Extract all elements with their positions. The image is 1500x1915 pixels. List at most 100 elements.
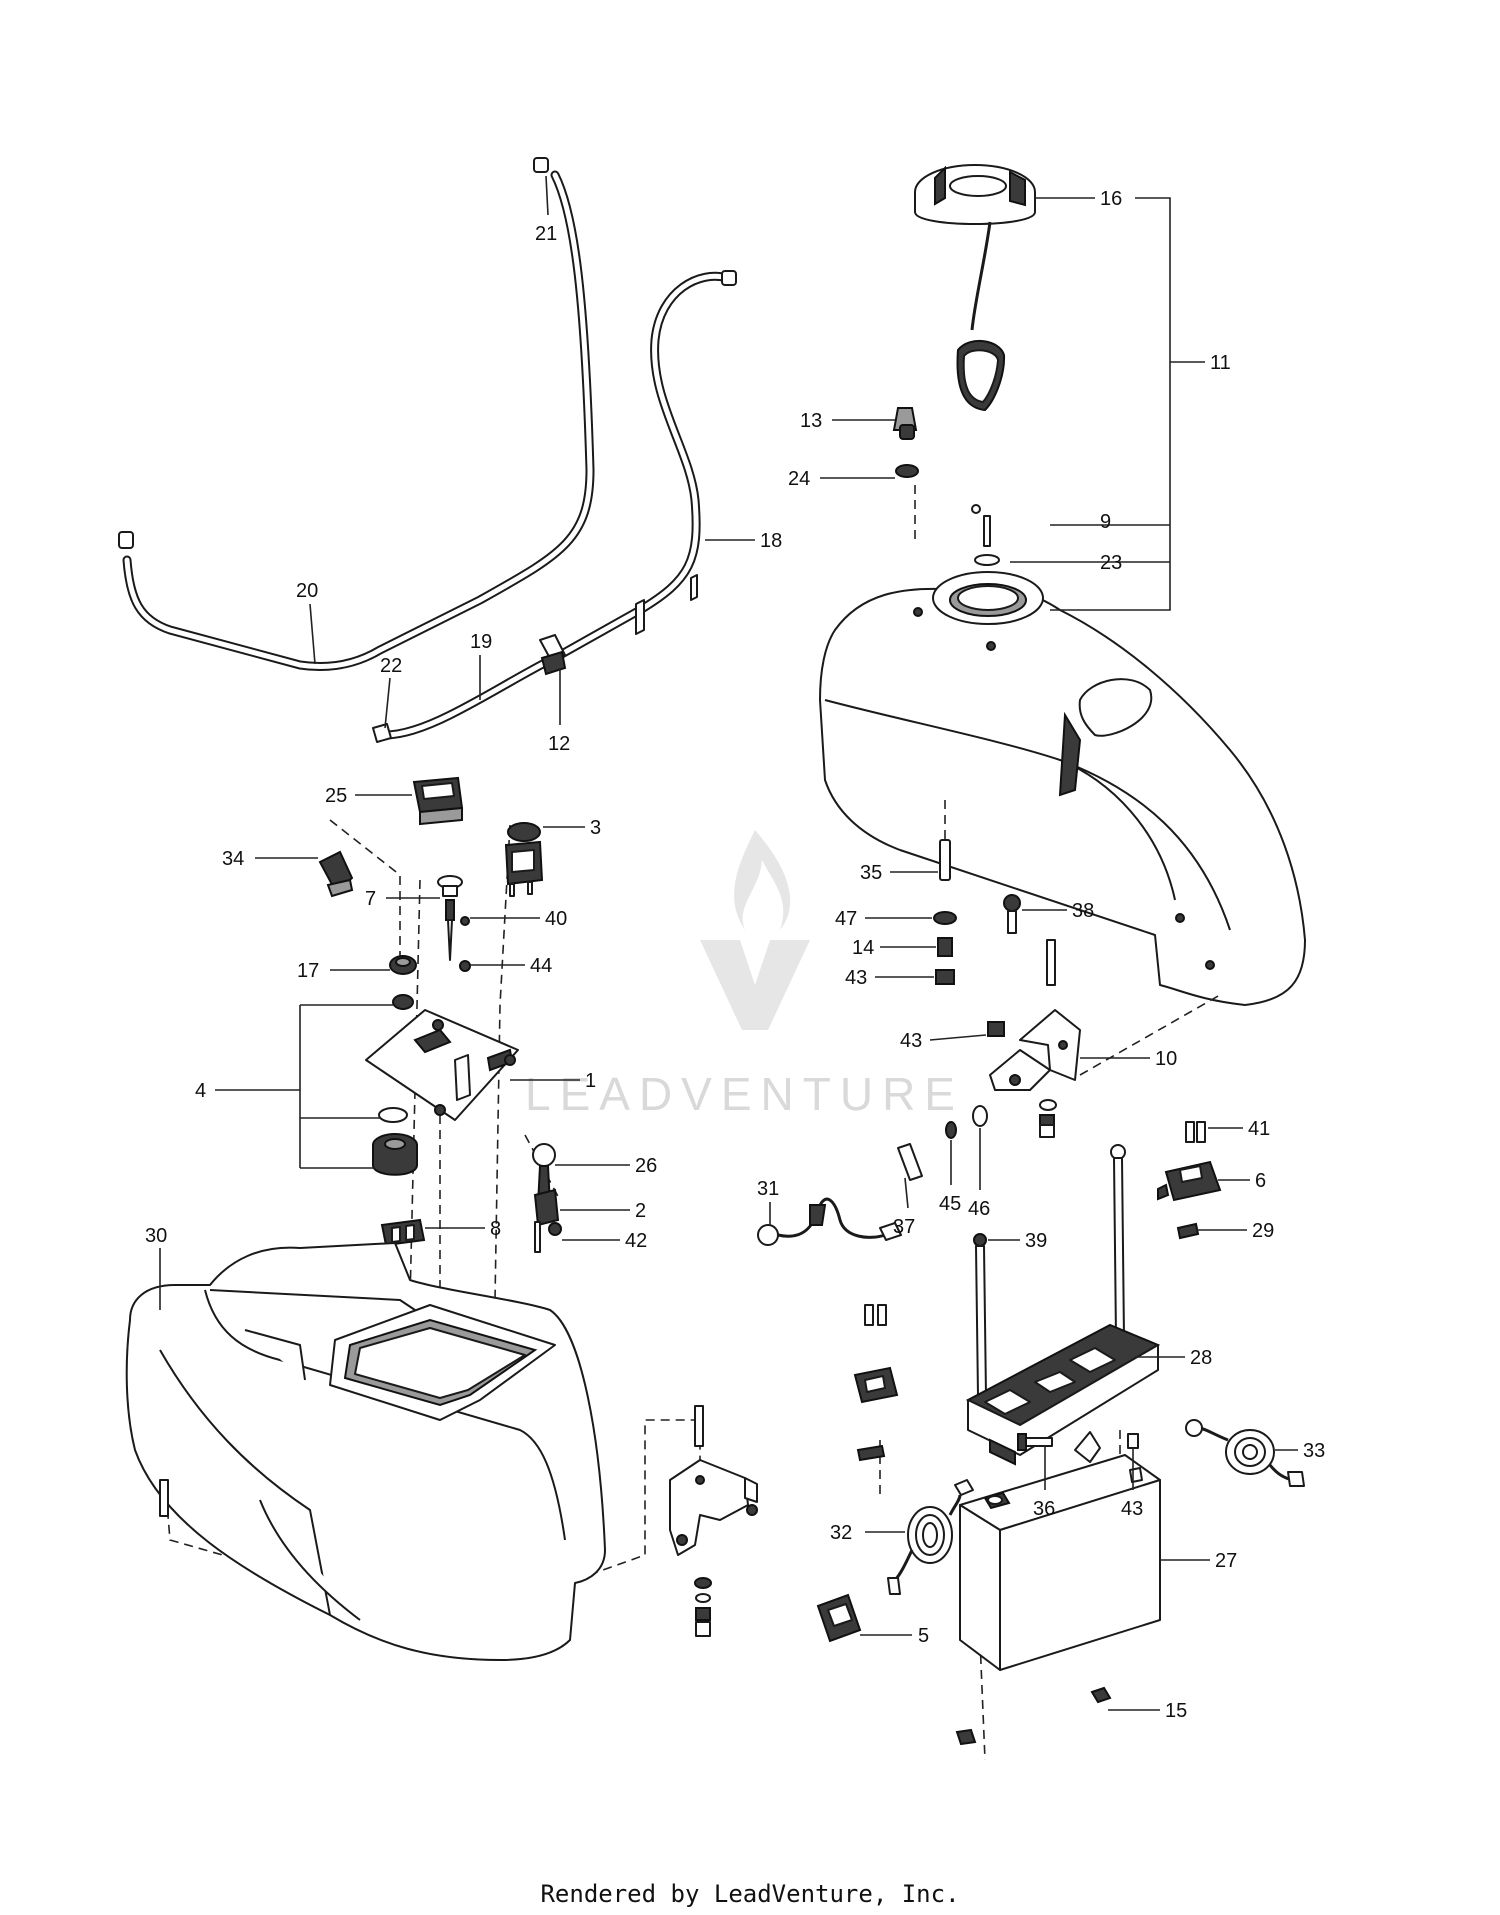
switch-25 (412, 776, 464, 826)
bracket-left (669, 1459, 758, 1556)
fuel-valve-13 (892, 407, 918, 440)
assembly-line (1079, 994, 1221, 1076)
callout-30: 30 (145, 1225, 167, 1247)
callout-1: 1 (585, 1070, 596, 1092)
nut (695, 1607, 711, 1621)
callout-45: 45 (939, 1193, 961, 1215)
rod (1110, 1144, 1126, 1339)
knob-34 (318, 850, 354, 898)
callout-25: 25 (325, 785, 347, 807)
callout-18: 18 (760, 530, 782, 552)
spring-14 (937, 937, 953, 957)
callout-6: 6 (1255, 1170, 1266, 1192)
nut-44-icon (459, 960, 471, 972)
nut (695, 1621, 711, 1637)
callout-47: 47 (835, 908, 857, 930)
leader-line-43b (929, 1034, 987, 1041)
callout-11: 11 (1210, 352, 1231, 374)
callout-labels: 1 2 3 4 5 6 7 8 9 10 11 12 13 14 15 16 1… (145, 188, 1325, 1722)
callout-44: 44 (530, 955, 552, 977)
hose-end-fitting-icon (721, 270, 737, 286)
grommet-24 (895, 464, 919, 478)
battery-cable-33 (1185, 1419, 1305, 1487)
battery-hold-down-28 (965, 1323, 1161, 1466)
bolt-37 (897, 1143, 923, 1181)
pin-35 (939, 839, 951, 881)
nut-29 (1176, 1222, 1200, 1240)
fuel-hose-20 (122, 170, 595, 671)
callout-41: 41 (1248, 1118, 1270, 1140)
leader-line-22 (384, 677, 391, 729)
nut-4a (392, 994, 414, 1010)
control-lever-2 (532, 1143, 562, 1253)
callout-38: 38 (1072, 900, 1094, 922)
callout-28: 28 (1190, 1347, 1212, 1369)
bracket-10 (989, 1009, 1081, 1091)
callout-5: 5 (918, 1625, 929, 1647)
callout-37: 37 (893, 1216, 915, 1238)
callout-36: 36 (1033, 1498, 1055, 1520)
watermark-text: LEADVENTURE (525, 1068, 964, 1120)
callout-15: 15 (1165, 1700, 1187, 1722)
callout-2: 2 (635, 1200, 646, 1222)
footer-credit: Rendered by LeadVenture, Inc. (540, 1880, 960, 1908)
washer-45 (945, 1121, 957, 1139)
bolt-7 (437, 875, 463, 961)
bolt-38 (1003, 894, 1021, 934)
gasket-23 (974, 554, 1000, 566)
callout-20: 20 (296, 580, 318, 602)
leader-line-37 (904, 1177, 909, 1209)
relay-6 (1157, 1160, 1222, 1202)
hose-clamp-icon (635, 599, 645, 635)
callout-42: 42 (625, 1230, 647, 1252)
assembly-line (494, 824, 511, 1301)
callout-12: 12 (548, 733, 570, 755)
callout-7: 7 (365, 888, 376, 910)
callout-3: 3 (590, 817, 601, 839)
nut (1039, 1124, 1055, 1138)
terminal-bracket (1074, 1431, 1101, 1463)
knob-4c (372, 1133, 418, 1176)
relay-mount (853, 1304, 899, 1462)
washer (695, 1593, 711, 1603)
battery-cable-32 (887, 1479, 974, 1595)
callout-29: 29 (1252, 1220, 1274, 1242)
washer-47 (933, 911, 957, 925)
bolt-39 (973, 1233, 987, 1397)
leader-line-21 (545, 175, 549, 216)
callout-17: 17 (297, 960, 319, 982)
callout-40: 40 (545, 908, 567, 930)
nut (1039, 1114, 1055, 1126)
washer (694, 1577, 712, 1589)
throttle-plate-1 (365, 1009, 519, 1121)
callout-21: 21 (535, 223, 557, 245)
fender-30 (125, 1242, 606, 1661)
fuel-filter-12 (539, 634, 567, 676)
battery-27 (959, 1454, 1161, 1671)
stud-9 (971, 504, 991, 547)
battery-cable-31 (757, 1197, 902, 1246)
leader-line-20 (309, 603, 316, 665)
hose-end-22-icon (372, 723, 392, 743)
screw-36 (1017, 1433, 1053, 1451)
key-switch-3 (504, 822, 544, 897)
nut-bottom (955, 1728, 977, 1746)
callout-16: 16 (1100, 188, 1122, 210)
connector-8 (380, 1218, 426, 1247)
callout-46: 46 (968, 1198, 990, 1220)
fuel-cap-16 (914, 164, 1036, 412)
watermark-logo-icon (700, 830, 810, 1030)
hose-clamp-21-icon (533, 157, 549, 173)
leader-line-4 (215, 1004, 393, 1169)
callout-10: 10 (1155, 1048, 1177, 1070)
callout-22: 22 (380, 655, 402, 677)
bracket-line-11 (1010, 197, 1205, 611)
knob-17 (389, 955, 417, 975)
callout-31: 31 (757, 1178, 779, 1200)
hose-clamp-icon (690, 574, 698, 601)
pin-fender (159, 1479, 169, 1517)
fuel-tank (819, 571, 1306, 1006)
callout-43b: 43 (900, 1030, 922, 1052)
callout-33: 33 (1303, 1440, 1325, 1462)
